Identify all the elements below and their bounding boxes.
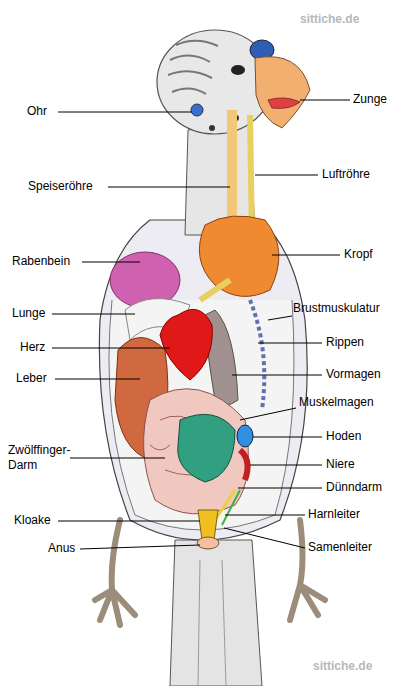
cloaca bbox=[198, 510, 218, 540]
throat-spot bbox=[209, 125, 215, 131]
part-label: Anus bbox=[48, 541, 75, 556]
part-label: Herz bbox=[20, 340, 45, 355]
crop bbox=[199, 216, 279, 296]
tail-feathers bbox=[198, 560, 226, 686]
part-label: Leber bbox=[16, 371, 47, 386]
eye bbox=[231, 65, 245, 75]
part-label: Lunge bbox=[12, 306, 45, 321]
part-label: Muskelmagen bbox=[299, 395, 374, 410]
part-label: Brustmuskulatur bbox=[293, 301, 380, 316]
part-label: Rabenbein bbox=[12, 254, 70, 269]
ear bbox=[191, 104, 203, 116]
watermark: sittiche.de bbox=[313, 659, 372, 674]
part-label: Speiseröhre bbox=[28, 179, 93, 194]
trachea-branch bbox=[200, 280, 230, 300]
part-label: Hoden bbox=[326, 429, 361, 444]
watermark: sittiche.de bbox=[300, 12, 359, 27]
tail bbox=[170, 540, 262, 686]
beak bbox=[255, 57, 310, 128]
tongue bbox=[268, 98, 300, 108]
head-stripes bbox=[168, 41, 218, 94]
testis bbox=[237, 425, 253, 447]
part-label: Kloake bbox=[14, 513, 51, 528]
vas-deferens bbox=[222, 490, 240, 525]
part-label: Ohr bbox=[27, 104, 47, 119]
heart bbox=[160, 309, 212, 380]
part-label: Niere bbox=[326, 457, 355, 472]
part-label: Zunge bbox=[353, 92, 387, 107]
esophagus bbox=[227, 110, 237, 230]
part-label: Samenleiter bbox=[308, 540, 372, 555]
part-label: Luftröhre bbox=[322, 167, 370, 182]
ribs bbox=[250, 300, 264, 410]
left-foot bbox=[95, 520, 135, 625]
part-label: Rippen bbox=[326, 335, 364, 350]
part-label: Harnleiter bbox=[308, 507, 360, 522]
part-label: Vormagen bbox=[326, 367, 381, 382]
leader-lines bbox=[52, 100, 350, 549]
anus bbox=[197, 537, 219, 549]
part-label: Kropf bbox=[344, 247, 373, 262]
kidney bbox=[240, 450, 248, 480]
part-label: Zwölffinger- Darm bbox=[8, 443, 80, 473]
part-label: Dünndarm bbox=[326, 480, 382, 495]
gizzard bbox=[178, 414, 235, 482]
right-foot bbox=[290, 520, 325, 620]
